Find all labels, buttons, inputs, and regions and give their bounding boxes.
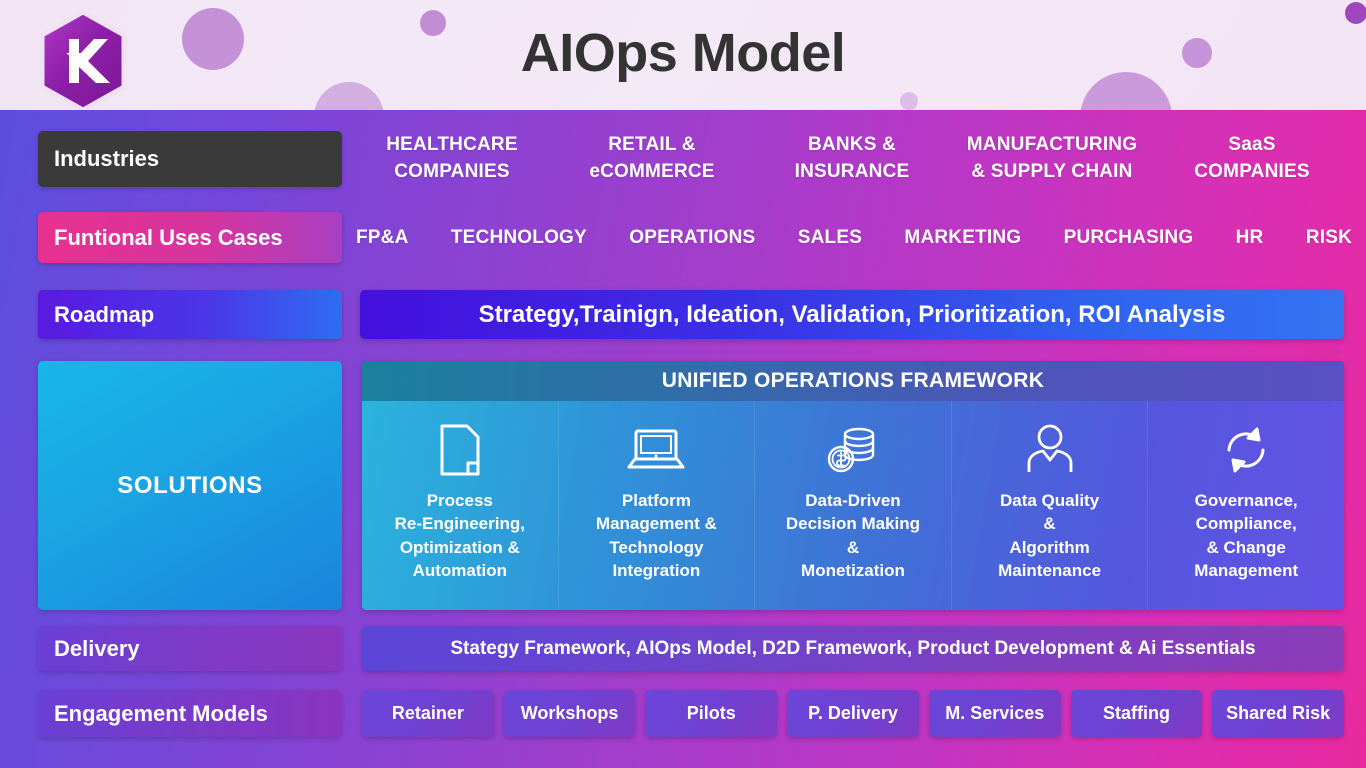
industry-item[interactable]: BANKS & INSURANCE: [794, 134, 910, 182]
solution-card-text: Governance, Compliance, & Change Managem…: [1194, 491, 1299, 581]
engagement-pill[interactable]: Workshops: [503, 690, 636, 737]
industries-items: HEALTHCARE COMPANIES RETAIL & eCOMMERCE …: [352, 128, 1352, 190]
roadmap-label-text: Roadmap: [54, 301, 155, 327]
decorative-circle: [314, 82, 384, 110]
industry-item[interactable]: RETAIL & eCOMMERCE: [589, 134, 715, 182]
row-label-functional-use-cases: Funtional Uses Cases: [38, 212, 342, 263]
engagement-pill[interactable]: P. Delivery: [787, 690, 919, 737]
framework-cards: Process Re-Engineering, Optimization & A…: [362, 401, 1344, 610]
use-case-item[interactable]: SALES: [797, 226, 863, 248]
solution-card-text: Platform Management & Technology Integra…: [595, 491, 717, 581]
functional-use-cases-label-text: Funtional Uses Cases: [54, 224, 283, 250]
use-case-item[interactable]: TECHNOLOGY: [450, 226, 587, 248]
industry-item[interactable]: MANUFACTURING & SUPPLY CHAIN: [966, 134, 1138, 182]
solution-card[interactable]: Data-Driven Decision Making & Monetizati…: [755, 401, 952, 610]
refresh-cycle-icon: [1219, 421, 1273, 479]
row-label-roadmap: Roadmap: [38, 290, 342, 339]
use-case-item[interactable]: RISK: [1305, 226, 1352, 248]
framework-title-bar: UNIFIED OPERATIONS FRAMEWORK: [362, 361, 1344, 401]
engagement-pill[interactable]: Shared Risk: [1212, 690, 1345, 737]
roadmap-content-bar[interactable]: Strategy,Trainign, Ideation, Validation,…: [360, 290, 1344, 339]
hexagon-k-logo-icon: [36, 9, 130, 110]
solution-card[interactable]: Data Quality & Algorithm Maintenance: [952, 401, 1149, 610]
industry-item[interactable]: SaaS COMPANIES: [1194, 134, 1310, 182]
engagement-models-label-text: Engagement Models: [54, 700, 268, 726]
decorative-circle: [1345, 2, 1366, 24]
delivery-label-text: Delivery: [54, 635, 140, 661]
page-title: AIOps Model: [520, 23, 846, 83]
delivery-content-bar[interactable]: Stategy Framework, AIOps Model, D2D Fram…: [362, 626, 1344, 671]
row-label-delivery: Delivery: [38, 626, 342, 671]
row-label-solutions: SOLUTIONS: [38, 361, 342, 610]
industries-label-text: Industries: [54, 146, 160, 171]
engagement-model-pills: Retainer Workshops Pilots P. Delivery M.…: [362, 690, 1345, 737]
engagement-pill[interactable]: M. Services: [928, 690, 1061, 737]
unified-operations-framework: UNIFIED OPERATIONS FRAMEWORK Process Re-…: [362, 361, 1344, 610]
solution-card-text: Data-Driven Decision Making & Monetizati…: [785, 491, 921, 581]
solution-card-text: Data Quality & Algorithm Maintenance: [998, 491, 1102, 581]
slide-header: AIOps Model: [0, 0, 1366, 110]
delivery-content-text: Stategy Framework, AIOps Model, D2D Fram…: [450, 637, 1256, 659]
coins-money-icon: [825, 421, 881, 479]
decorative-circle: [182, 8, 244, 70]
person-user-icon: [1024, 421, 1076, 479]
solution-card[interactable]: Platform Management & Technology Integra…: [559, 401, 756, 610]
decorative-circle: [1182, 38, 1212, 68]
use-case-item[interactable]: OPERATIONS: [629, 226, 756, 248]
functional-use-case-items: FP&A TECHNOLOGY OPERATIONS SALES MARKETI…: [356, 212, 1352, 263]
row-label-industries: Industries: [38, 131, 342, 187]
document-page-icon: [438, 421, 482, 479]
solutions-label-text: SOLUTIONS: [117, 471, 263, 499]
use-case-item[interactable]: FP&A: [356, 226, 409, 248]
roadmap-content-text: Strategy,Trainign, Ideation, Validation,…: [478, 300, 1226, 328]
engagement-pill[interactable]: Pilots: [645, 690, 778, 737]
decorative-circle: [420, 10, 446, 36]
solution-card-text: Process Re-Engineering, Optimization & A…: [394, 491, 525, 581]
use-case-item[interactable]: HR: [1235, 226, 1264, 248]
laptop-icon: [627, 421, 685, 479]
decorative-circle: [900, 92, 918, 110]
use-case-item[interactable]: PURCHASING: [1063, 226, 1194, 248]
engagement-pill[interactable]: Retainer: [362, 690, 494, 737]
framework-title-text: UNIFIED OPERATIONS FRAMEWORK: [661, 369, 1045, 392]
row-label-engagement-models: Engagement Models: [38, 690, 342, 737]
solution-card[interactable]: Process Re-Engineering, Optimization & A…: [362, 401, 559, 610]
industry-item[interactable]: HEALTHCARE COMPANIES: [386, 134, 518, 182]
solution-card[interactable]: Governance, Compliance, & Change Managem…: [1148, 401, 1344, 610]
use-case-item[interactable]: MARKETING: [904, 226, 1022, 248]
engagement-pill[interactable]: Staffing: [1070, 690, 1203, 737]
